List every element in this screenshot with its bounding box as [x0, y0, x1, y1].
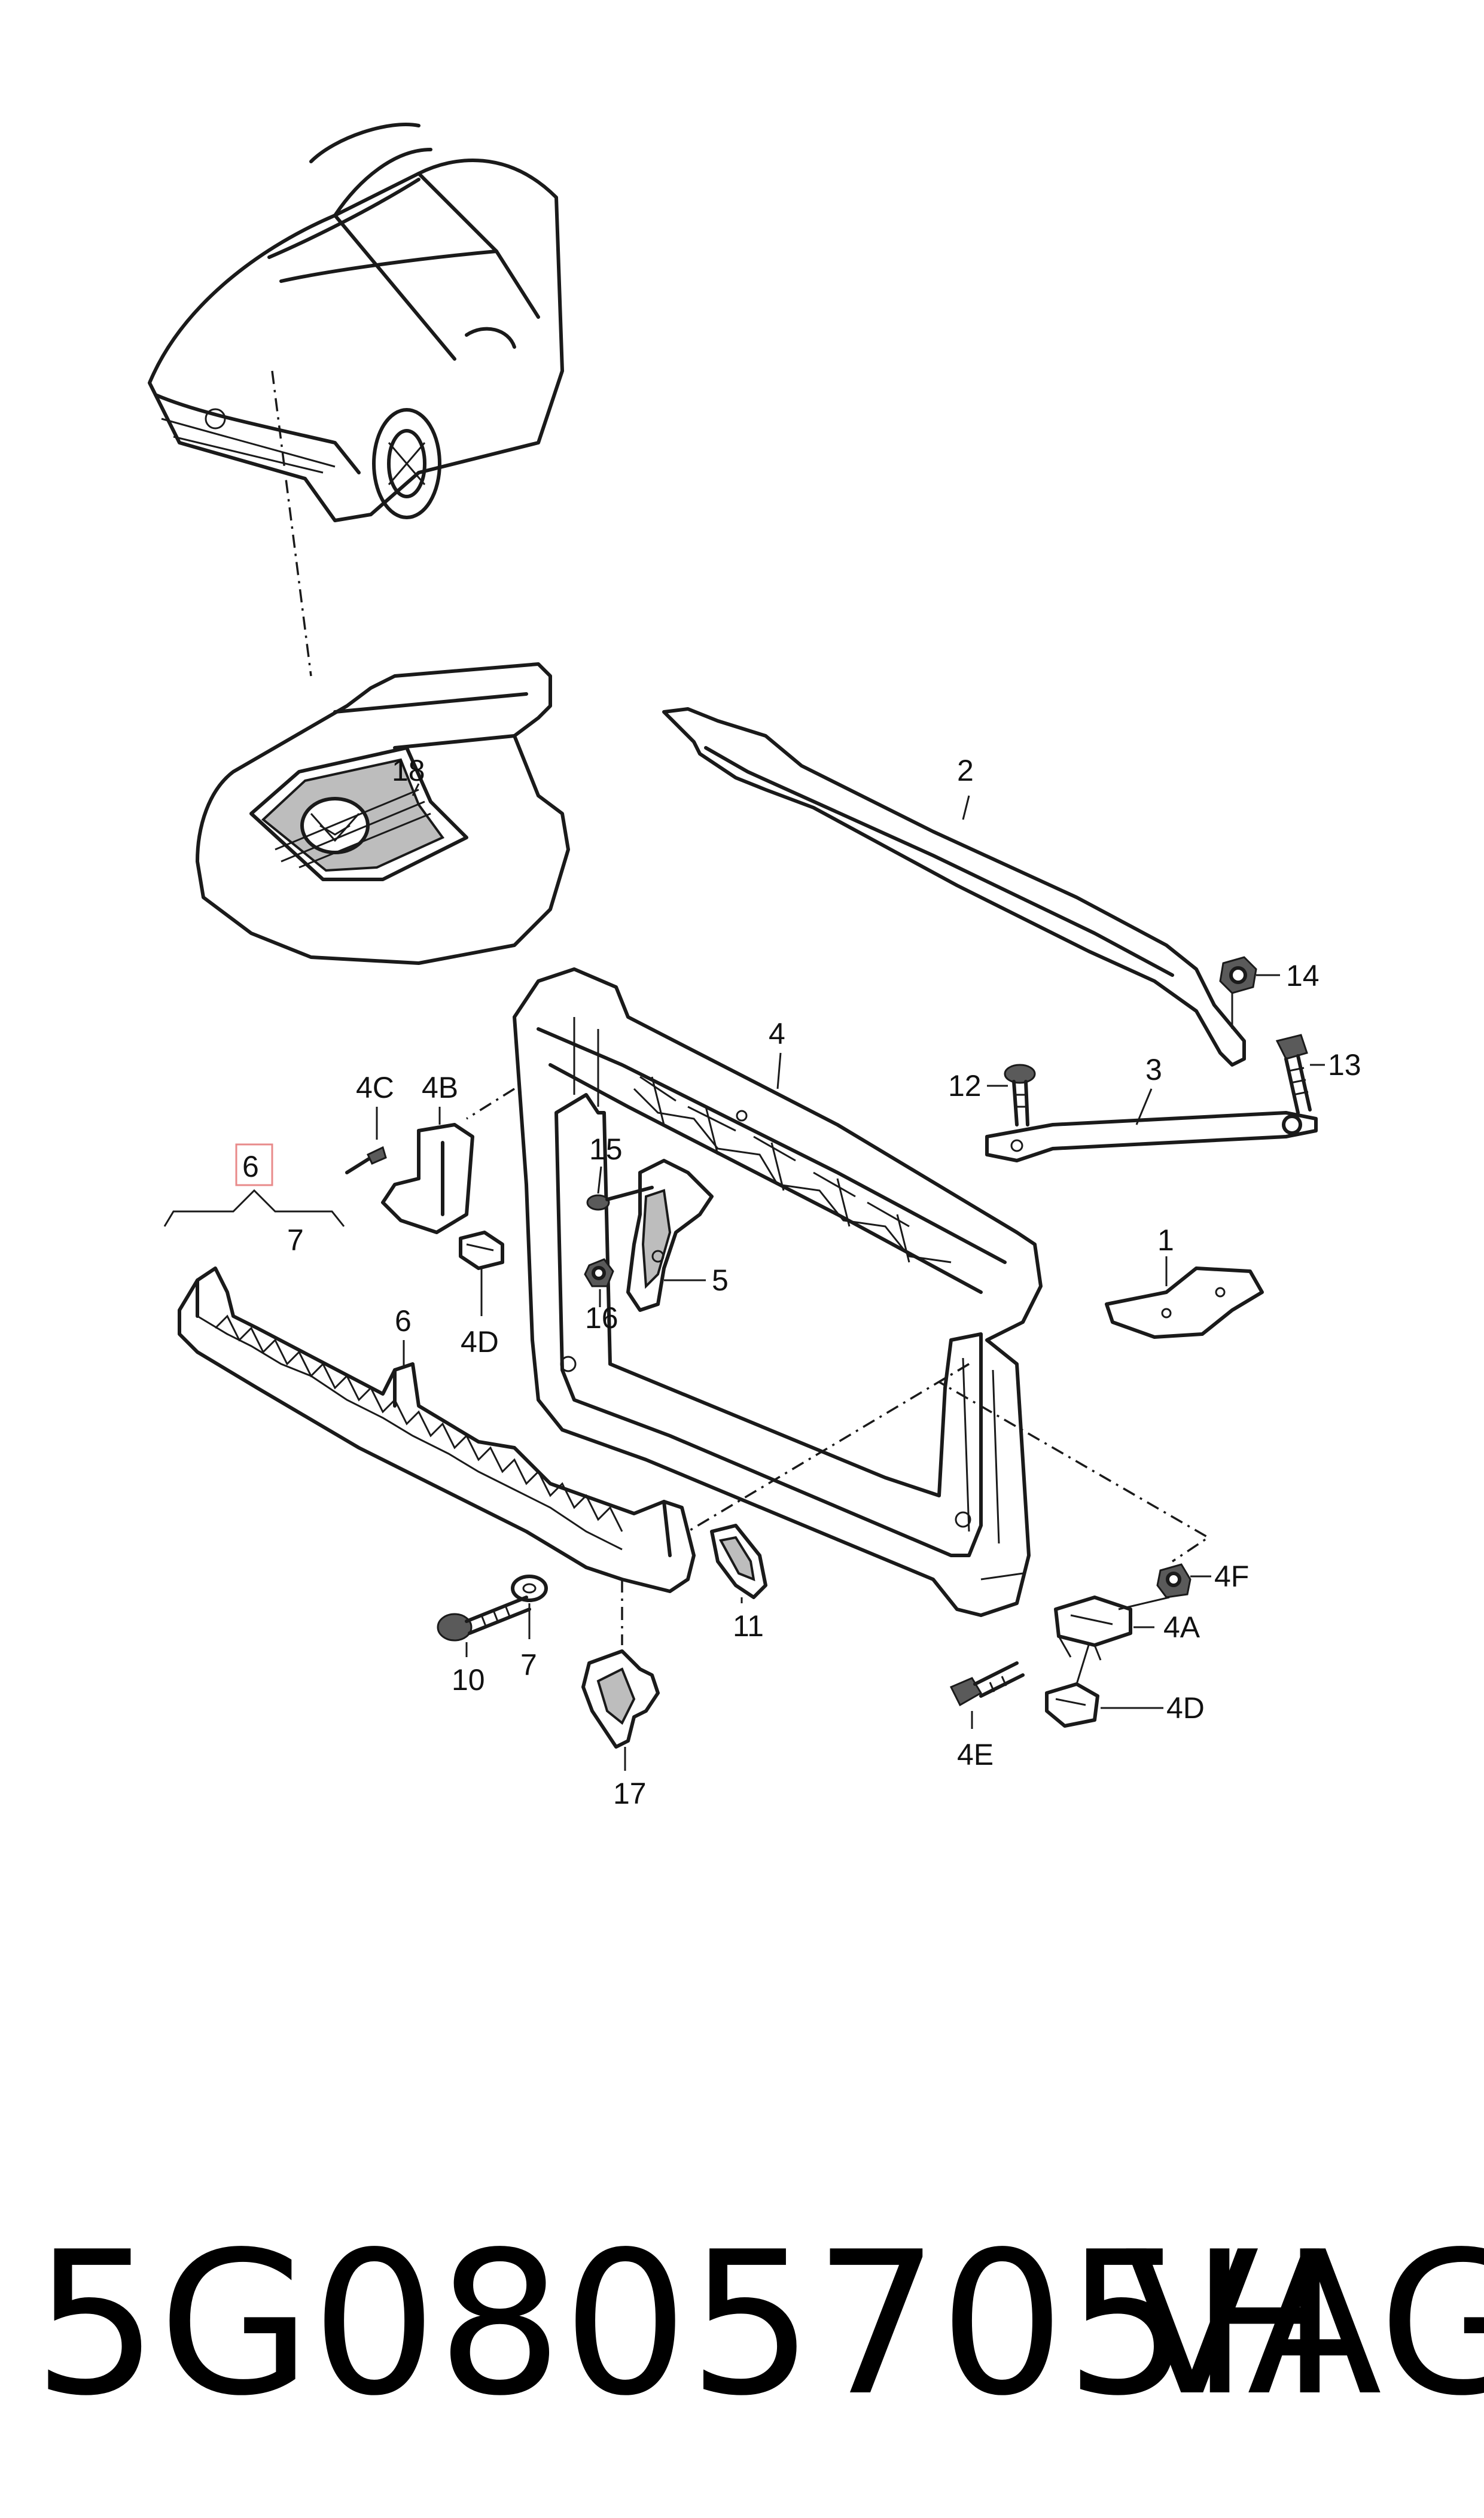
frame-to-nut-line	[937, 1363, 1211, 1563]
leader-18	[412, 783, 420, 796]
part-number: 5G0805705H	[33, 2209, 1339, 2439]
callout-6: 6	[395, 1304, 412, 1338]
leader-3	[1135, 1088, 1153, 1125]
bolt-13	[1275, 1034, 1312, 1115]
plate-4a	[1054, 1596, 1132, 1661]
callout-14: 14	[1286, 959, 1320, 992]
link-4a-4d	[1075, 1645, 1090, 1685]
bracket-1	[1105, 1266, 1264, 1339]
callout-13: 13	[1328, 1048, 1361, 1082]
callout-1: 1	[1157, 1223, 1174, 1257]
link-4f-4a	[1118, 1596, 1170, 1610]
callout-12: 12	[948, 1069, 982, 1103]
callout-11: 11	[733, 1609, 764, 1643]
bracket-5	[626, 1159, 714, 1312]
bolt-15	[586, 1186, 654, 1211]
callout-3: 3	[1145, 1053, 1162, 1086]
clip-4d-right	[1045, 1682, 1099, 1728]
callout-4d-left: 4D	[461, 1325, 499, 1359]
car-to-cover-line	[271, 370, 312, 677]
callout-5: 5	[712, 1263, 729, 1297]
bracket-4b	[381, 1123, 474, 1234]
callout-2: 2	[957, 754, 974, 787]
bolt-4e	[949, 1661, 1025, 1707]
frame-to-bracket-line	[466, 1088, 515, 1120]
callout-18: 18	[392, 754, 425, 787]
callout-10: 10	[452, 1663, 485, 1697]
lock-carrier-frame	[513, 967, 1043, 1617]
callout-4b: 4B	[422, 1071, 458, 1104]
car-illustration	[148, 123, 564, 522]
bracket-6-7	[163, 1189, 345, 1227]
pin-4c	[345, 1146, 387, 1174]
bolt-10	[437, 1596, 531, 1642]
bumper-support-6	[178, 1266, 696, 1593]
washer-7	[511, 1575, 548, 1602]
callout-7-bottom: 7	[520, 1648, 537, 1682]
clip-nut-4f	[1156, 1563, 1192, 1599]
bolt-12	[1004, 1064, 1036, 1126]
upper-cover-bar	[662, 707, 1246, 1067]
callout-6-box: 6	[242, 1150, 259, 1183]
highlight-box-6	[235, 1143, 273, 1186]
callout-16: 16	[585, 1301, 618, 1335]
bracket-17	[581, 1649, 660, 1749]
strut-3	[985, 1111, 1318, 1162]
callout-17: 17	[613, 1777, 647, 1810]
callout-4e: 4E	[957, 1738, 994, 1771]
callout-4: 4	[769, 1017, 785, 1051]
callout-4a: 4A	[1163, 1610, 1200, 1644]
callout-4d-right: 4D	[1166, 1691, 1205, 1725]
nut-16	[584, 1258, 614, 1287]
bracket-11	[710, 1524, 767, 1599]
callout-4f: 4F	[1214, 1560, 1249, 1593]
nut-14	[1219, 956, 1257, 1029]
engine-cover	[196, 662, 570, 965]
callout-4c: 4C	[356, 1071, 394, 1104]
brand-name: VAG	[1125, 2209, 1484, 2439]
clip-4d-left	[459, 1231, 504, 1270]
leader-15	[597, 1166, 602, 1194]
leader-2	[962, 795, 970, 820]
leader-4	[776, 1052, 782, 1089]
callout-7-top: 7	[287, 1223, 304, 1257]
callout-15: 15	[589, 1132, 623, 1166]
